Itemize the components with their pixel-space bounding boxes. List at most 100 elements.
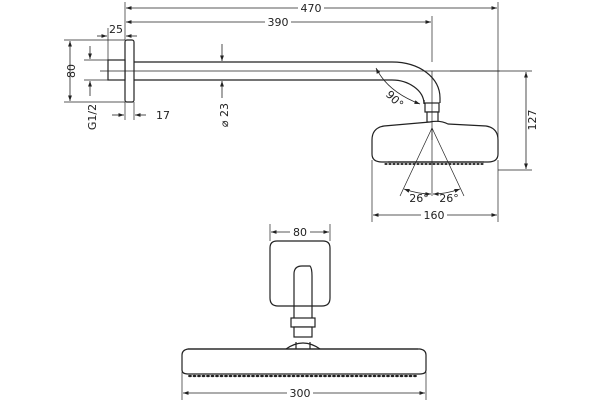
nozzle-dot [436, 163, 440, 165]
nozzle-dot [336, 374, 341, 378]
nozzle-dot [228, 374, 233, 378]
nozzle-dot [318, 374, 323, 378]
nozzle-dot [372, 374, 377, 378]
nozzle-dot [188, 374, 192, 378]
nozzle-dot [197, 374, 201, 378]
nozzle-dot [224, 374, 228, 378]
angle-90: 90° [383, 88, 406, 111]
nozzle-dot [472, 163, 476, 165]
nozzle-dot [464, 163, 468, 165]
wall-plate-front [269, 240, 331, 307]
front-ball [293, 326, 313, 338]
nozzle-dot [192, 374, 197, 378]
nozzle-dot [390, 374, 395, 378]
nozzle-dot [341, 374, 345, 378]
nozzle-dot [350, 374, 354, 378]
nozzle-dot [327, 374, 332, 378]
dim-390: 390 [268, 16, 289, 29]
front-nozzles [188, 374, 417, 378]
nozzle-dot [440, 163, 444, 165]
nozzle-dot [400, 163, 404, 165]
nozzle-dot [296, 374, 300, 378]
nozzle-dot [395, 374, 399, 378]
dim-diameter-23: ⌀ 23 [218, 103, 231, 127]
nozzle-dot [381, 374, 386, 378]
nozzle-dot [476, 163, 480, 165]
side-view: 470 390 25 80 G1/2 17 ⌀ 23 90° [64, 1, 539, 222]
nozzle-dot [368, 374, 372, 378]
nozzle-dot [392, 163, 396, 165]
nozzle-dot [480, 163, 484, 165]
nozzle-dot [237, 374, 242, 378]
nozzle-dot [404, 163, 408, 165]
nozzle-dot [246, 374, 251, 378]
nozzle-dot [251, 374, 255, 378]
nozzle-dot [282, 374, 287, 378]
nozzle-dot [314, 374, 318, 378]
nozzle-dot [428, 163, 432, 165]
nozzle-dot [363, 374, 368, 378]
nozzle-dot [300, 374, 305, 378]
nozzle-dot [242, 374, 246, 378]
nozzle-dot [278, 374, 282, 378]
nozzle-dot [255, 374, 260, 378]
nozzle-dot [377, 374, 381, 378]
nozzle-dot [291, 374, 296, 378]
nozzle-dot [408, 163, 412, 165]
dim-25: 25 [109, 23, 123, 36]
nozzle-dot [215, 374, 219, 378]
nozzle-dot [424, 163, 428, 165]
nozzle-dot [309, 374, 314, 378]
nozzle-dot [323, 374, 327, 378]
thread-nipple [107, 59, 126, 81]
nozzle-dot [210, 374, 215, 378]
dim-470: 470 [301, 2, 322, 15]
dim-80-front: 80 [293, 226, 307, 239]
ball-joint [426, 111, 439, 123]
nozzle-dot [413, 374, 417, 378]
nozzle-dot [396, 163, 400, 165]
front-view: 80 300 [181, 224, 427, 400]
nozzle-dot [416, 163, 420, 165]
nozzle-dot [408, 374, 413, 378]
nozzle-dot [460, 163, 464, 165]
nozzle-dot [404, 374, 408, 378]
nozzle-dot [456, 163, 460, 165]
nozzle-dot [233, 374, 237, 378]
nozzle-dot [305, 374, 309, 378]
nozzle-dot [399, 374, 404, 378]
shower-head-side [371, 120, 499, 163]
shower-head-front [181, 348, 427, 375]
nozzle-dot [354, 374, 359, 378]
dim-80-side: 80 [65, 64, 78, 78]
nozzle-dot [386, 374, 390, 378]
nozzle-dot [287, 374, 291, 378]
dim-300: 300 [290, 387, 311, 400]
nozzle-dot [468, 163, 472, 165]
angle-26-left: 26° [409, 192, 429, 205]
nozzle-dot [206, 374, 210, 378]
nozzle-dot [273, 374, 278, 378]
front-joint [290, 317, 316, 328]
nozzle-dot [388, 163, 392, 165]
nozzle-dot [332, 374, 336, 378]
nozzle-dot [219, 374, 224, 378]
nozzle-dot [264, 374, 269, 378]
nozzle-dot [420, 163, 424, 165]
nozzle-dot [384, 163, 388, 165]
nozzle-dot [269, 374, 273, 378]
dim-127: 127 [526, 110, 539, 131]
nozzle-dot [452, 163, 456, 165]
nozzle-dot [432, 163, 436, 165]
dim-160: 160 [424, 209, 445, 222]
nozzle-dot [260, 374, 264, 378]
angle-26-right: 26° [439, 192, 459, 205]
side-nozzles [384, 163, 484, 165]
nozzle-dot [345, 374, 350, 378]
nozzle-dot [444, 163, 448, 165]
dim-17: 17 [156, 109, 170, 122]
nozzle-dot [359, 374, 363, 378]
nozzle-dot [201, 374, 206, 378]
dim-g12: G1/2 [86, 104, 99, 130]
